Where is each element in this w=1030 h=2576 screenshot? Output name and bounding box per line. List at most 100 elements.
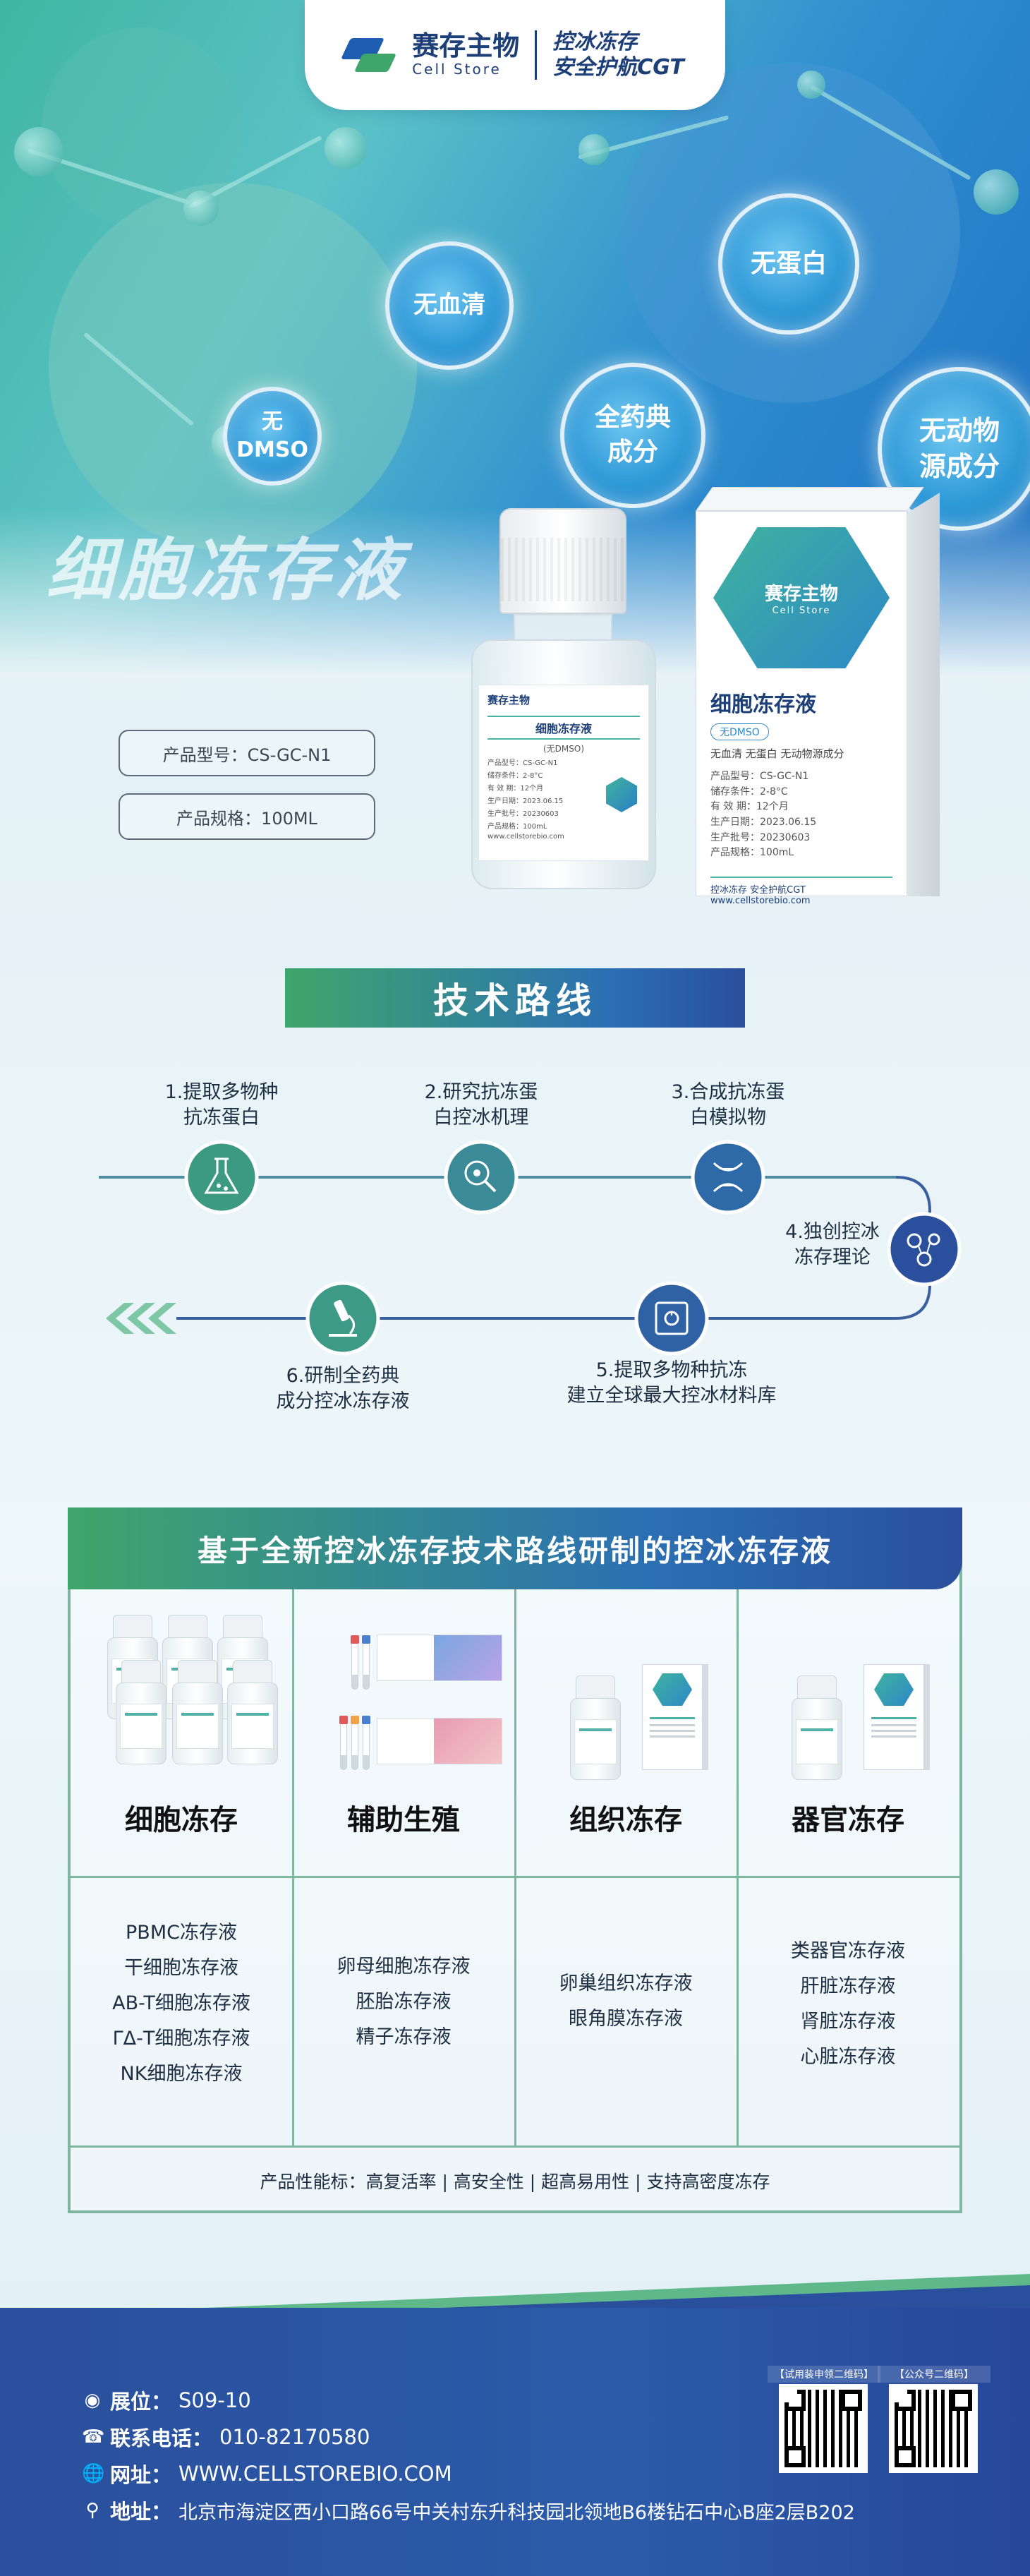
product-table: 基于全新控冰冻存技术路线研制的控冰冻存液 细胞冻存 辅助生殖 组织冻存 器官冻存… [68,1507,962,2213]
box-footer-slogan: 控冰冻存 安全护航CGT [710,885,806,896]
bottle-neck [514,614,612,642]
qr-wechat-code[interactable] [889,2384,978,2473]
web-link[interactable]: WWW.CELLSTOREBIO.COM [178,2462,452,2486]
tech-route-diagram [99,1140,962,1356]
globe-icon: 🌐 [82,2463,105,2484]
category-title-cell: 细胞冻存 [125,1804,238,1836]
table-divider [514,1589,516,2147]
list-item: AB-T细胞冻存液 [112,1992,250,2014]
bottle-label-line: 储存条件：2-8°C [487,772,543,780]
list-item: 胚胎冻存液 [356,1990,452,2013]
performance-line: 产品性能标：高复活率 | 高安全性 | 超高易用性 | 支持高密度冻存 [260,2172,770,2192]
footer: ◉ 展位： S09-10 ☎ 联系电话： 010-82170580 🌐 网址： … [0,2308,1030,2576]
spec-size-pill: 产品规格：100ML [119,793,375,840]
bubble-text: 全药典 [594,403,671,433]
product-box-image: 赛存主物 Cell Store 细胞冻存液 无DMSO 无血清 无蛋白 无动物源… [696,487,940,906]
spec-model-pill: 产品型号：CS-GC-N1 [119,730,375,776]
qr-trial-code[interactable] [779,2384,868,2473]
list-item: 肾脏冻存液 [800,2010,896,2033]
molecule-bond [810,85,971,181]
route-step-2: 2.研究抗冻蛋 白控冰机理 [396,1080,566,1131]
list-item: 干细胞冻存液 [124,1956,238,1979]
bottle-label: 赛存主物 细胞冻存液 (无DMSO) 产品型号：CS-GC-N1 储存条件：2-… [478,685,649,861]
step-text: 抗冻蛋白 [183,1107,260,1129]
list-item: 心脏冻存液 [800,2045,896,2068]
dna-icon [691,1140,765,1215]
list-item: ΓΔ-T细胞冻存液 [112,2027,250,2050]
location-pin-icon: ◉ [84,2390,101,2411]
category-items-organ: 类器官冻存液 肝脏冻存液 肾脏冻存液 心脏冻存液 [737,1934,959,2075]
step-text: 2.研究抗冻蛋 [424,1081,538,1103]
phone-value[interactable]: 010-82170580 [219,2425,370,2449]
bubble-text: 无血清 [413,291,485,320]
box-spec-line: 有 效 期：12个月 [710,801,789,813]
phone-row: ☎ 联系电话： 010-82170580 [82,2422,370,2452]
box-spec-line: 生产批号：20230603 [710,831,811,843]
address-label: 地址： [110,2500,172,2524]
bottle-label-line: 有 效 期：12个月 [487,785,544,793]
bubble-text: 成分 [607,438,658,467]
bottle-cap [499,508,626,614]
booth-value: S09-10 [178,2388,251,2412]
step-text: 建立全球最大控冰材料库 [566,1385,777,1407]
category-title-tissue: 组织冻存 [569,1804,682,1836]
molecule-node [578,134,610,165]
list-item: 精子冻存液 [356,2026,452,2048]
brand-logo[interactable]: 赛存主物 Cell Store 控冰冻存 安全护航CGT [305,0,725,110]
list-item: 卵母细胞冻存液 [337,1956,471,1978]
brand-slogan: 控冰冻存 安全护航CGT [552,30,684,80]
box-features: 无血清 无蛋白 无动物源成分 [710,747,844,760]
web-label: 网址： [110,2463,172,2487]
magnifier-icon [444,1140,519,1215]
table-divider [292,1589,294,2147]
booth-row: ◉ 展位： S09-10 [82,2385,251,2415]
feature-bubble-no-serum: 无血清 [385,241,514,370]
box-front: 赛存主物 Cell Store 细胞冻存液 无DMSO 无血清 无蛋白 无动物源… [696,511,907,906]
step-text: 白模拟物 [690,1107,766,1129]
box-spec-line: 生产日期：2023.06.15 [710,817,817,829]
bubble-text: 源成分 [919,451,1000,482]
table-divider [71,2145,959,2148]
list-item: PBMC冻存液 [126,1922,237,1944]
chevron-left-icon [106,1303,176,1334]
list-item: 类器官冻存液 [791,1940,905,1962]
slogan-line-1: 控冰冻存 [552,30,638,54]
bottle-label-sub: (无DMSO) [543,744,585,754]
box-logo-en: Cell Store [772,606,831,616]
box-pill: 无DMSO [710,723,769,740]
box-logo-cn: 赛存主物 [764,584,838,605]
vault-icon [634,1281,709,1356]
category-title-reproduction: 辅助生殖 [347,1804,460,1836]
bottle-label-title: 细胞冻存液 [487,716,640,740]
molecule-node [797,71,825,99]
feature-bubble-pharmacopoeia: 全药典 成分 [560,363,705,508]
brand-separator [535,30,538,80]
molecule-node [14,127,63,176]
list-item: NK细胞冻存液 [120,2062,243,2085]
category-title-organ: 器官冻存 [792,1804,904,1836]
box-side [907,493,940,896]
phone-label: 联系电话： [110,2426,213,2450]
web-row: 🌐 网址： WWW.CELLSTOREBIO.COM [82,2459,452,2488]
slogan-line-2: 安全护航CGT [552,55,684,80]
booth-label: 展位： [110,2390,172,2414]
brand-name-en: Cell Store [412,60,502,78]
brand-logo-icon [341,34,397,76]
box-spec-line: 储存条件：2-8°C [710,786,788,798]
route-step-3: 3.合成抗冻蛋 白模拟物 [643,1080,813,1131]
box-footer-url: www.cellstorebio.com [710,896,811,907]
bottle-label-line: 产品型号：CS-GC-N1 [487,759,558,767]
feature-bubble-no-protein: 无蛋白 [718,193,859,335]
qr-trial-label: 【试用装申领二维码】 [768,2366,880,2383]
brand-name-cn: 赛存主物 [412,30,520,62]
address-row: ⚲ 地址： 北京市海淀区西小口路66号中关村东升科技园北领地B6楼钻石中心B座2… [82,2496,854,2525]
bubble-text: 无蛋白 [750,248,827,278]
step-text: 5.提取多物种抗冻 [595,1359,748,1381]
step-text: 1.提取多物种 [164,1081,279,1103]
step-text: 白控冰机理 [433,1107,529,1129]
hexagon-icon [606,777,637,812]
box-footer: 控冰冻存 安全护航CGT www.cellstorebio.com [710,877,892,906]
bubble-text: 无DMSO [236,409,308,463]
box-title: 细胞冻存液 [710,692,816,717]
molecule-node [325,127,367,169]
